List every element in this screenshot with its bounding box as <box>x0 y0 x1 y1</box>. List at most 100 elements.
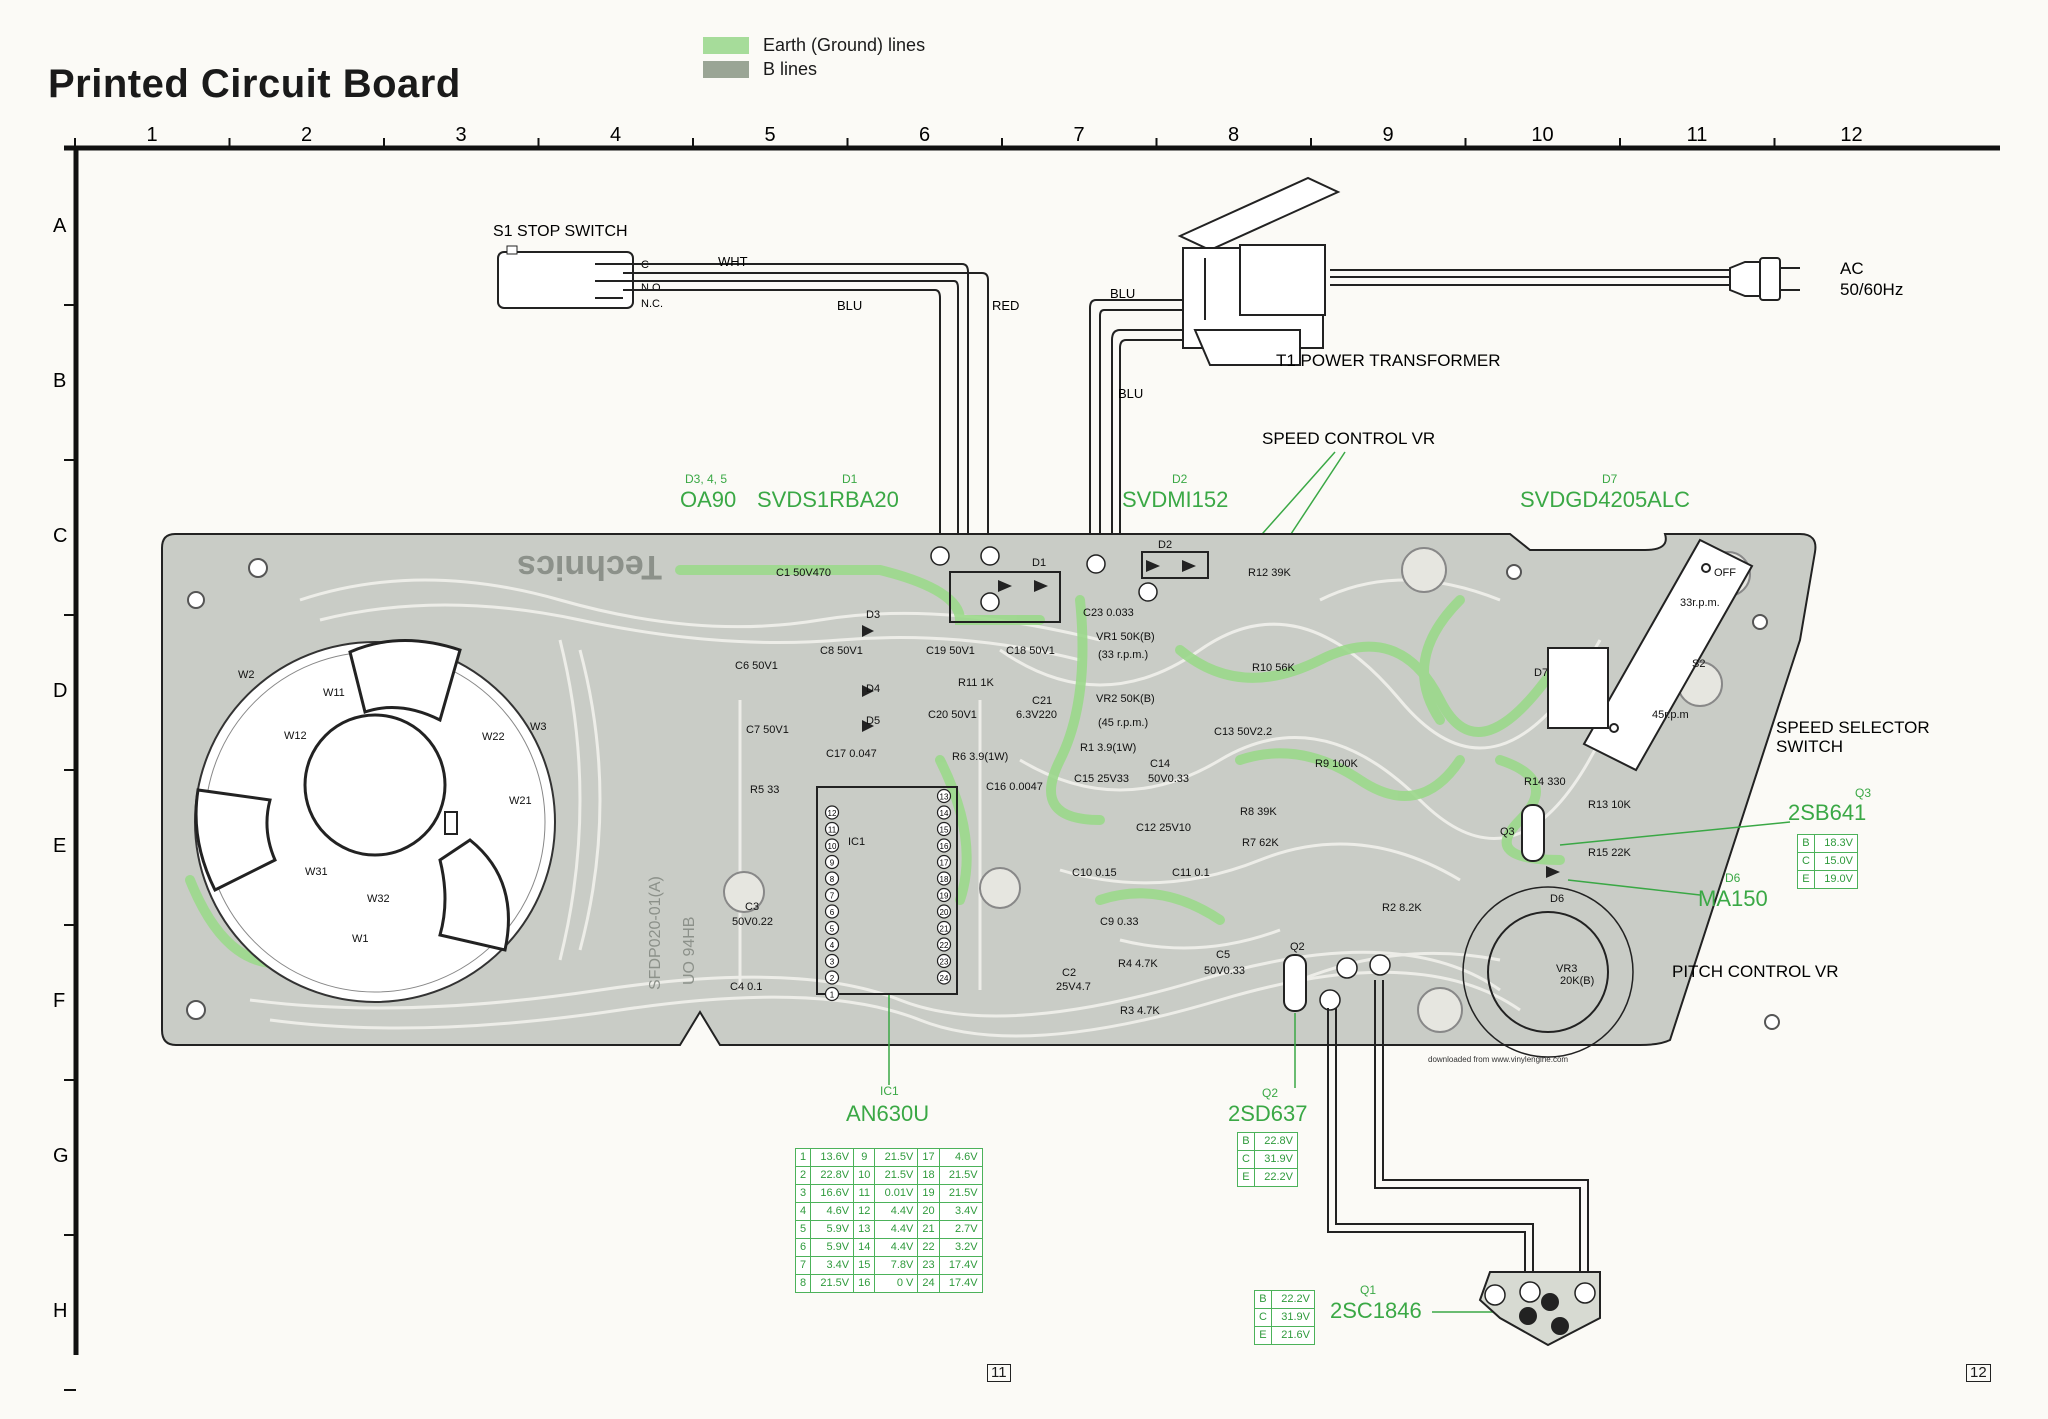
ic1-pin-number: 7 <box>794 1256 812 1275</box>
component-label: D6 <box>1550 893 1564 905</box>
ic1-pin: 6 <box>830 908 835 917</box>
component-label: C19 50V1 <box>926 645 975 657</box>
q1-e-v: 21.6V <box>1270 1326 1315 1345</box>
component-label: VR2 50K(B) <box>1096 693 1155 705</box>
ic1-pin: 13 <box>940 793 949 802</box>
ic1-pin-number: 19 <box>917 1184 940 1203</box>
component-label: C17 0.047 <box>826 748 877 760</box>
ic1-pin-voltage: 21.5V <box>938 1184 983 1203</box>
ic1-pin: 5 <box>830 925 835 934</box>
q2-e: E <box>1237 1168 1255 1187</box>
ic1-pin-voltage: 2.7V <box>938 1220 983 1239</box>
legend-item-earth: Earth (Ground) lines <box>703 33 925 57</box>
wire-blu3-label: BLU <box>1118 386 1143 401</box>
pitch-knob-outline <box>1462 886 1634 1058</box>
component-label: C7 50V1 <box>746 724 789 736</box>
ic1-pin-voltage: 4.6V <box>938 1148 983 1167</box>
legend-label-earth: Earth (Ground) lines <box>763 34 926 55</box>
component-label: D1 <box>1032 557 1046 569</box>
ic1-pin-number: 17 <box>917 1148 940 1167</box>
ic1-pin: 20 <box>940 908 949 917</box>
column-label: 3 <box>455 124 466 146</box>
d7-ref: D7 <box>1602 472 1618 486</box>
q1-b: B <box>1254 1290 1272 1309</box>
ic1-pin: 24 <box>940 974 949 983</box>
column-label: 2 <box>301 124 312 146</box>
ic1-pin-voltage: 21.5V <box>938 1166 983 1185</box>
ic1-pin: 12 <box>828 809 837 818</box>
component-label: R15 22K <box>1588 847 1631 859</box>
stop-switch: S1 STOP SWITCH C N.O. N.C. <box>493 223 664 310</box>
component-label: (45 r.p.m.) <box>1098 717 1148 729</box>
component-label: R12 39K <box>1248 567 1291 579</box>
page-number-11: 11 <box>987 1364 1011 1382</box>
ic1-pin-voltage: 16.6V <box>810 1184 855 1203</box>
ic1-pin-number: 10 <box>853 1166 876 1185</box>
d1-ref: D1 <box>842 472 858 486</box>
d1-box <box>949 571 1061 623</box>
ic1-pin-number: 15 <box>853 1256 876 1275</box>
ic1-pin: 15 <box>940 826 949 835</box>
row-label: G <box>53 1145 69 1167</box>
power-transformer <box>1177 176 1341 366</box>
ic1-pin: 22 <box>940 941 949 950</box>
legend-item-b: B lines <box>703 57 925 81</box>
ac-freq-label: 50/60Hz <box>1840 280 1903 299</box>
wire-labels: WHT BLU RED BLU BLU <box>718 254 1143 401</box>
q2-part: 2SD637 <box>1228 1101 1308 1126</box>
ic1-pin-number: 13 <box>853 1220 876 1239</box>
ic1-pin-voltage: 21.5V <box>874 1148 919 1167</box>
ic1-pin: 9 <box>830 859 835 868</box>
ic1-pin-number: 11 <box>853 1184 876 1203</box>
sw-no-label: N.O. <box>641 282 664 294</box>
wire-red-label: RED <box>992 298 1019 313</box>
part-labels-right: Q3 2SB641 D6 MA150 <box>1559 786 1871 911</box>
q2-c: C <box>1237 1150 1255 1169</box>
ic1-ref: IC1 <box>880 1084 899 1098</box>
legend: Earth (Ground) lines B lines <box>703 33 925 81</box>
q2-outline <box>1283 954 1307 1012</box>
component-label: C4 0.1 <box>730 981 762 993</box>
row-label: E <box>53 835 66 857</box>
q1-c-v: 31.9V <box>1270 1308 1315 1327</box>
ic1-pin: 10 <box>828 842 837 851</box>
column-label: 1 <box>146 124 157 146</box>
ic1-pin-voltage: 3.4V <box>810 1256 855 1275</box>
ic1-pin: 14 <box>940 809 949 818</box>
q2-b-v: 22.8V <box>1253 1132 1298 1151</box>
component-label: C2 <box>1062 967 1076 979</box>
ic1-outline <box>816 786 958 995</box>
ic1-part: AN630U <box>846 1101 929 1126</box>
component-label: R10 56K <box>1252 662 1295 674</box>
row-label: H <box>53 1300 67 1322</box>
ic1-pin-number: 18 <box>917 1166 940 1185</box>
page-title: Printed Circuit Board <box>48 62 461 106</box>
component-label: R5 33 <box>750 784 779 796</box>
component-label: C16 0.0047 <box>986 781 1043 793</box>
component-label: C10 0.15 <box>1072 867 1117 879</box>
component-label: R6 3.9(1W) <box>952 751 1008 763</box>
ic1-pin-number: 4 <box>794 1202 812 1221</box>
component-label: C15 25V33 <box>1074 773 1129 785</box>
q2-ref: Q2 <box>1262 1086 1278 1100</box>
ic1-pin: 4 <box>830 941 835 950</box>
ic1-pin-number: 12 <box>853 1202 876 1221</box>
d7-part: SVDGD4205ALC <box>1520 487 1690 512</box>
component-label: W21 <box>509 795 532 807</box>
column-label: 6 <box>919 124 930 146</box>
row-label: D <box>53 680 67 702</box>
component-label: C23 0.033 <box>1083 607 1134 619</box>
ic1-pin: 23 <box>940 958 949 967</box>
component-label: 6.3V220 <box>1016 709 1057 721</box>
sw-nc-label: N.C. <box>641 298 663 310</box>
component-label: C21 <box>1032 695 1052 707</box>
ic1-pin-voltage: 3.4V <box>938 1202 983 1221</box>
ic1-pin-number: 3 <box>794 1184 812 1203</box>
ic1-pin-number: 22 <box>917 1238 940 1257</box>
component-label: S2 <box>1692 658 1705 670</box>
d6-ref: D6 <box>1725 871 1741 885</box>
